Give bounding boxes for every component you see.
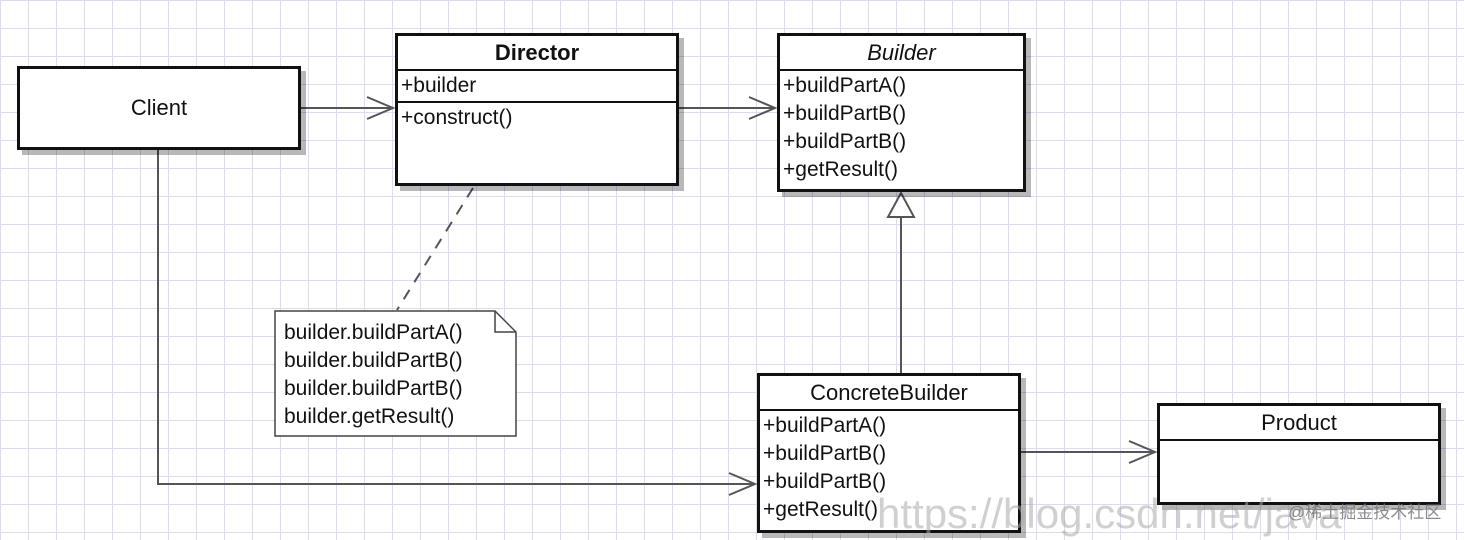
concrete-builder-operation: +buildPartB() — [763, 470, 887, 493]
director-operations: +construct() — [398, 103, 676, 133]
concrete-builder-operation: +getResult() — [763, 498, 878, 521]
builder-operation: +buildPartB() — [783, 130, 907, 153]
concrete-builder-operation: +buildPartB() — [763, 442, 887, 465]
builder-operation: +buildPartA() — [783, 74, 907, 97]
note-line: builder.buildPartB() — [284, 349, 463, 372]
director-class[interactable]: Director +builder +construct() — [395, 33, 679, 186]
director-class-name: Director — [398, 36, 676, 71]
builder-class-name: Builder — [780, 36, 1023, 71]
note-line: builder.buildPartA() — [284, 321, 463, 344]
product-class[interactable]: Product — [1157, 403, 1441, 505]
note-text: builder.buildPartA() builder.buildPartB(… — [284, 319, 517, 431]
client-class[interactable]: Client — [17, 66, 301, 150]
client-concrete-association — [157, 150, 755, 485]
arrowhead-builder — [748, 96, 778, 120]
builder-operation: +getResult() — [783, 158, 898, 181]
note-line: builder.getResult() — [284, 405, 455, 428]
arrowhead-director — [366, 96, 396, 120]
arrowhead-concrete — [728, 472, 758, 496]
director-attribute: +builder — [401, 74, 477, 97]
concrete-builder-class[interactable]: ConcreteBuilder +buildPartA() +buildPart… — [757, 373, 1021, 533]
inheritance-triangle — [886, 190, 916, 218]
director-operation: +construct() — [401, 106, 513, 129]
concrete-builder-class-name: ConcreteBuilder — [760, 376, 1018, 411]
client-class-name: Client — [130, 95, 188, 120]
director-attributes: +builder — [398, 71, 676, 103]
watermark-url: https://blog.csdn.net/java — [877, 490, 1342, 537]
note-anchor — [396, 187, 474, 311]
product-class-name: Product — [1160, 406, 1438, 441]
builder-interface[interactable]: Builder +buildPartA() +buildPartB() +bui… — [777, 33, 1026, 192]
note-shape — [274, 310, 517, 437]
construct-note[interactable]: builder.buildPartA() builder.buildPartB(… — [274, 310, 517, 437]
note-line: builder.buildPartB() — [284, 377, 463, 400]
arrowhead-product — [1128, 440, 1158, 464]
concrete-builder-operation: +buildPartA() — [763, 414, 887, 437]
builder-operations: +buildPartA() +buildPartB() +buildPartB(… — [780, 71, 1023, 185]
concrete-builder-operations: +buildPartA() +buildPartB() +buildPartB(… — [760, 411, 1018, 525]
watermark-badge: @稀土掘金技术社区 — [1288, 503, 1442, 522]
builder-operation: +buildPartB() — [783, 102, 907, 125]
